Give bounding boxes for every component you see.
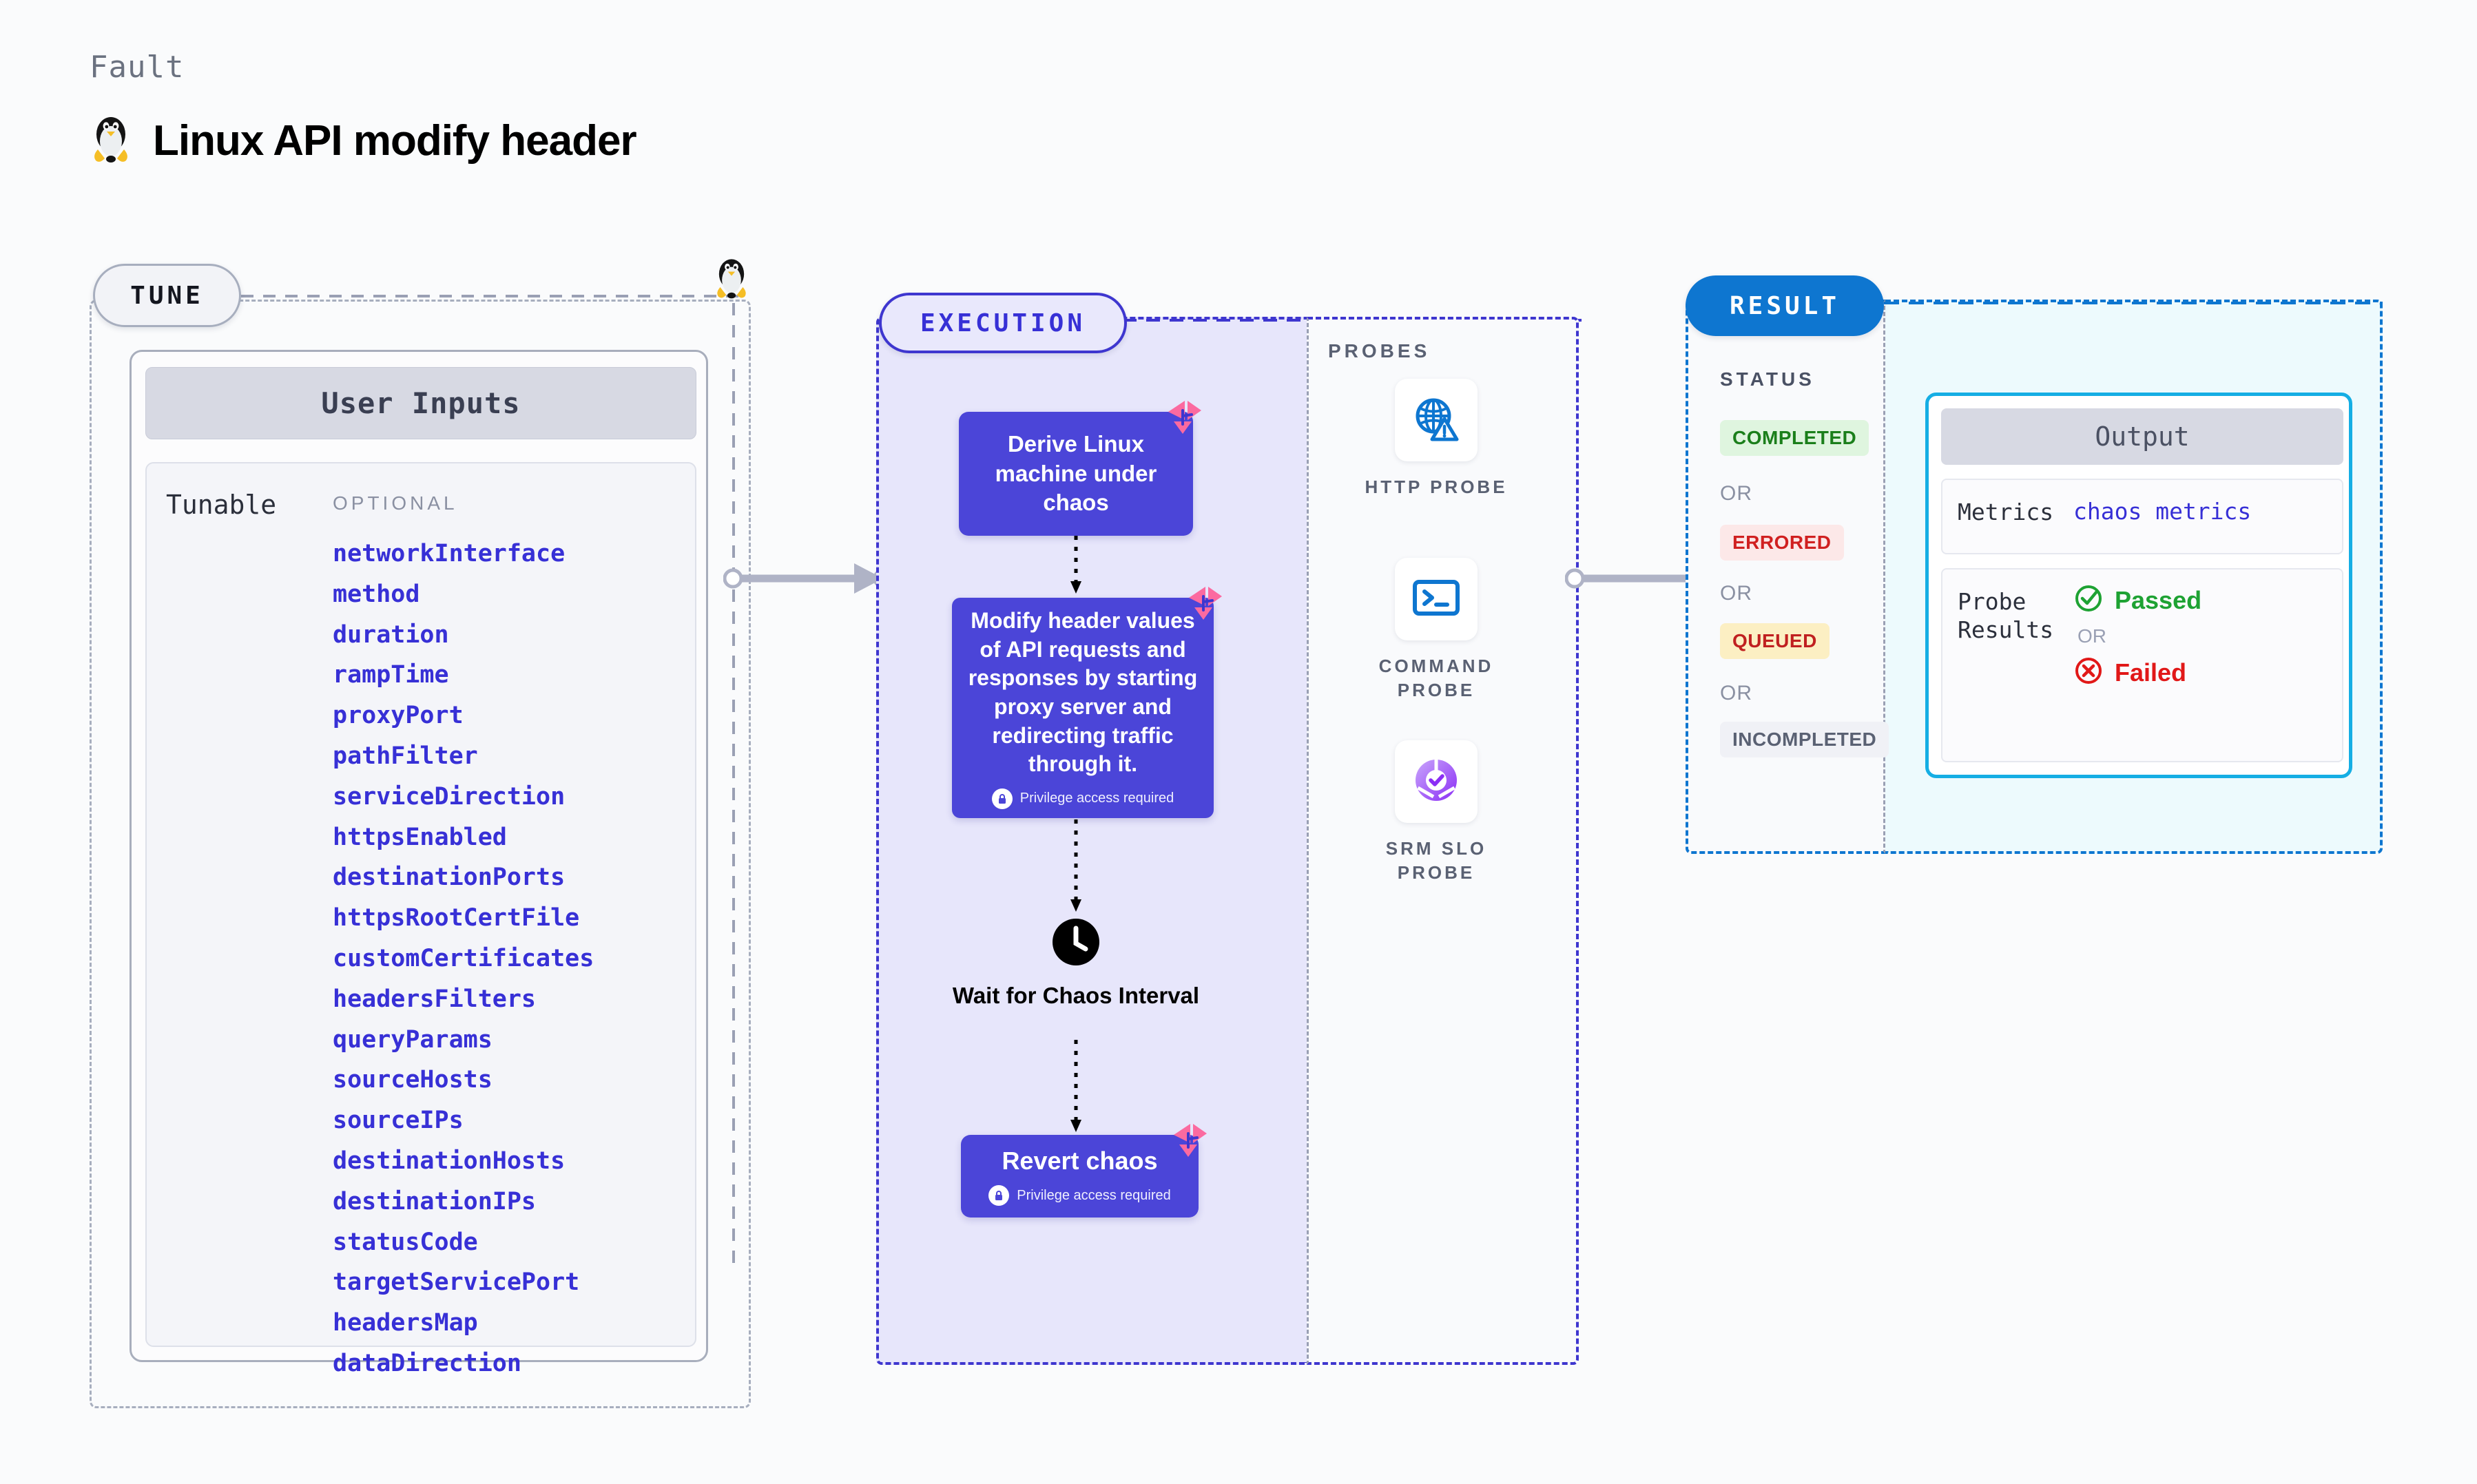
lock-icon (988, 1185, 1010, 1206)
tunable-item[interactable]: duration (333, 620, 449, 649)
tunable-item[interactable]: destinationHosts (333, 1147, 566, 1175)
privilege-badge-label: Privilege access required (1017, 1187, 1171, 1203)
x-circle-icon (2073, 656, 2104, 689)
output-row-metrics: Metrics chaos metrics (1941, 479, 2343, 554)
page-title-row: Linux API modify header (90, 114, 637, 168)
linux-penguin-icon (90, 114, 132, 168)
tunable-item[interactable]: httpsEnabled (333, 823, 507, 851)
fault-eyebrow: Fault (90, 50, 185, 85)
flow-arrow-3 (1070, 1040, 1081, 1132)
user-inputs-title: User Inputs (145, 367, 696, 439)
result-status-heading: STATUS (1720, 368, 1815, 390)
probe-result-or: OR (2077, 625, 2106, 647)
probe-srm-slo[interactable]: SRM SLO PROBE (1354, 740, 1519, 885)
tunable-item[interactable]: method (333, 580, 420, 608)
wait-for-chaos-node[interactable]: Wait for Chaos Interval (952, 916, 1200, 1010)
status-badge-errored: ERRORED (1720, 525, 1844, 561)
result-status-region (1686, 300, 1885, 854)
tunable-item[interactable]: customCertificates (333, 944, 594, 972)
probe-result-failed: Failed (2073, 656, 2201, 689)
tunable-item[interactable]: queryParams (333, 1025, 493, 1054)
output-row-probe-results: Probe Results Passed OR (1941, 568, 2343, 762)
execution-node-modify-header[interactable]: Modify header values of API requests and… (952, 587, 1222, 818)
tunable-item[interactable]: dataDirection (333, 1349, 521, 1377)
probes-heading: PROBES (1328, 340, 1431, 362)
terminal-icon (1411, 577, 1461, 622)
lock-icon (991, 788, 1013, 809)
probe-http-tile (1395, 379, 1478, 461)
tunable-item[interactable]: targetServicePort (333, 1268, 580, 1297)
output-card: Output Metrics chaos metrics Probe Resul… (1925, 393, 2352, 778)
result-stage-badge[interactable]: RESULT (1686, 275, 1884, 336)
probe-http-label: HTTP PROBE (1365, 477, 1508, 497)
privilege-badge: Privilege access required (991, 788, 1174, 809)
status-badge-completed: COMPLETED (1720, 420, 1869, 456)
probe-http[interactable]: HTTP PROBE (1354, 379, 1519, 499)
status-or-2: OR (1720, 582, 1752, 605)
status-badge-queued: QUEUED (1720, 623, 1830, 659)
flow-arrow-1 (1070, 536, 1081, 594)
slo-donut-check-icon (1411, 755, 1462, 809)
check-circle-icon (2073, 583, 2104, 617)
output-probe-results-key: Probe Results (1958, 588, 2054, 644)
probe-command[interactable]: COMMAND PROBE (1354, 558, 1519, 702)
tune-stage-badge[interactable]: TUNE (93, 264, 241, 327)
tunable-item[interactable]: destinationIPs (333, 1187, 537, 1215)
tunable-group: Tunable OPTIONAL networkInterface method d… (145, 462, 696, 1377)
wait-for-chaos-label: Wait for Chaos Interval (952, 983, 1200, 1008)
page-title: Linux API modify header (153, 117, 637, 165)
output-title: Output (1941, 408, 2343, 465)
result-badge-dashed-link (1884, 302, 2383, 304)
clock-icon (1050, 916, 1102, 972)
globe-warning-icon (1411, 394, 1461, 447)
probe-result-passed: Passed (2073, 583, 2201, 617)
execution-node-derive-label: Derive Linux machine under chaos (995, 430, 1157, 516)
tunable-item[interactable]: sourceIPs (333, 1107, 464, 1135)
harness-corner-badge-icon (1164, 397, 1205, 441)
tunable-item[interactable]: rampTime (333, 661, 449, 689)
execution-node-revert-chaos[interactable]: Revert chaos Privilege access required (961, 1124, 1207, 1217)
tunable-item[interactable]: headersFilters (333, 985, 537, 1013)
harness-corner-badge-icon (1185, 583, 1226, 627)
linux-penguin-icon (713, 256, 750, 304)
tunable-item[interactable]: httpsRootCertFile (333, 904, 580, 932)
probe-result-passed-label: Passed (2115, 585, 2202, 614)
probe-srm-slo-tile (1395, 740, 1478, 823)
tunable-item[interactable]: proxyPort (333, 702, 464, 730)
tune-region-right-dashed (732, 303, 735, 1267)
harness-corner-badge-icon (1170, 1120, 1211, 1164)
tunable-item[interactable]: headersMap (333, 1309, 478, 1337)
status-or-1: OR (1720, 482, 1752, 505)
probes-region: PROBES (1307, 317, 1579, 1365)
output-metrics-key: Metrics (1958, 499, 2054, 525)
execution-node-modify-header-label: Modify header values of API requests and… (968, 608, 1198, 777)
tunable-item[interactable]: sourceHosts (333, 1066, 493, 1094)
status-or-3: OR (1720, 682, 1752, 704)
execution-stage-badge[interactable]: EXECUTION (879, 293, 1127, 353)
tunable-item[interactable]: serviceDirection (333, 782, 566, 811)
tune-badge-dashed-link (241, 295, 744, 297)
execution-node-revert-chaos-label: Revert chaos (1002, 1147, 1158, 1175)
tunable-optional-column: OPTIONAL networkInterface method duration r… (333, 463, 594, 1377)
tune-to-execution-connector (723, 563, 893, 594)
probe-command-tile (1395, 558, 1478, 640)
tunable-item[interactable]: networkInterface (333, 540, 566, 567)
probe-command-label: COMMAND PROBE (1378, 656, 1494, 701)
output-metrics-value[interactable]: chaos metrics (2073, 498, 2252, 525)
tune-region: User Inputs Tunable OPTIONAL networkInte… (90, 300, 751, 1408)
privilege-badge: Privilege access required (988, 1185, 1171, 1206)
tunable-item[interactable]: statusCode (333, 1228, 478, 1256)
tunable-item[interactable]: pathFilter (333, 742, 478, 770)
user-inputs-card: User Inputs Tunable OPTIONAL networkInte… (129, 350, 708, 1377)
status-badge-incompleted: INCOMPLETED (1720, 722, 1889, 757)
execution-node-derive[interactable]: Derive Linux machine under chaos (959, 401, 1201, 536)
flow-arrow-2 (1070, 819, 1081, 912)
probe-result-failed-label: Failed (2115, 658, 2187, 687)
privilege-badge-label: Privilege access required (1019, 791, 1174, 806)
tunable-group-label: Tunable (166, 490, 277, 520)
tunable-item[interactable]: destinationPorts (333, 864, 566, 892)
optional-heading: OPTIONAL (333, 492, 458, 514)
probe-srm-slo-label: SRM SLO PROBE (1385, 838, 1487, 884)
